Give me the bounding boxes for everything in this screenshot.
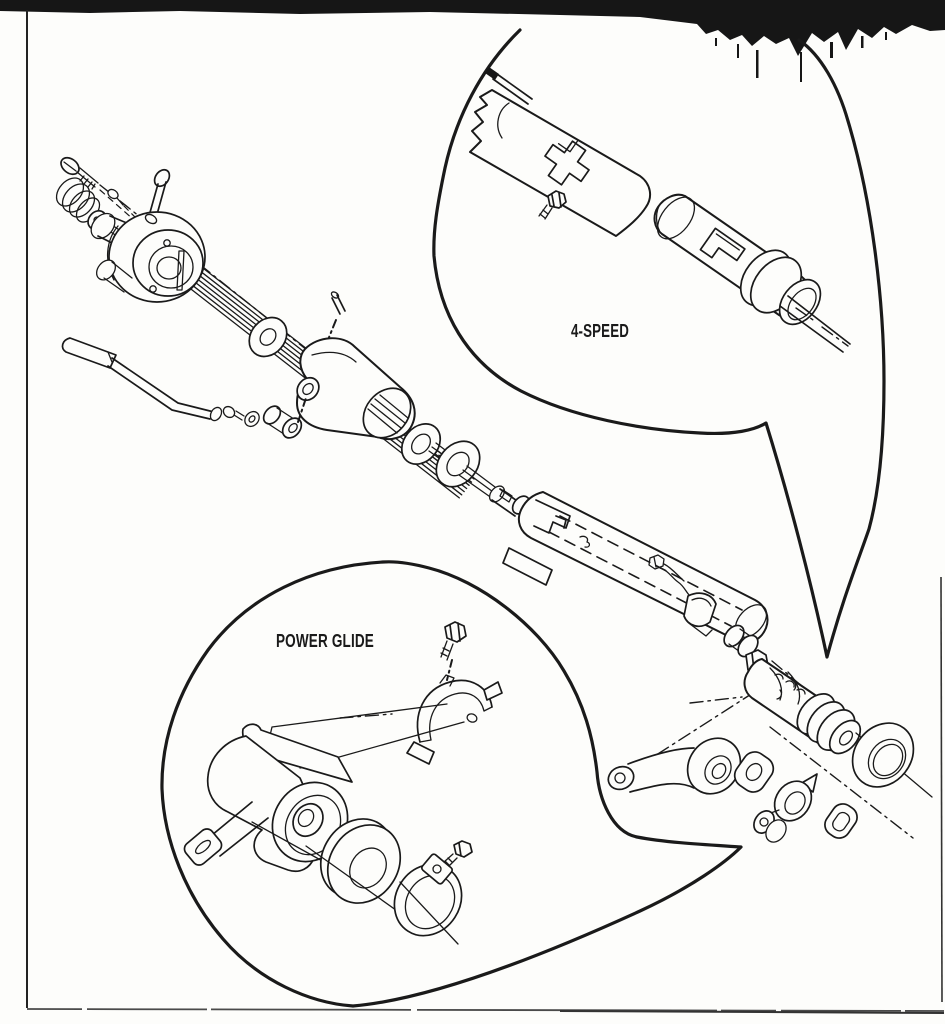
lever-entry — [144, 213, 158, 225]
bracket-right-tab — [483, 681, 503, 701]
sleeve-left-rim — [656, 196, 696, 240]
lock-pin — [492, 73, 533, 105]
lever-bushing-back — [262, 405, 282, 425]
shaft-tab — [499, 489, 513, 503]
clamp-tab — [420, 853, 454, 885]
ink-bleed-drips — [715, 32, 887, 82]
wire-loop — [659, 563, 691, 597]
screw-shank — [76, 167, 99, 190]
bottom-page-border — [26, 1008, 945, 1012]
lower-mast-jacket — [502, 491, 769, 644]
bracket-inner — [429, 692, 485, 741]
arm-big-eye — [686, 737, 742, 795]
mounting-clamp-bracket — [406, 674, 503, 765]
bracket-left-flange — [406, 741, 435, 765]
housing-face — [132, 229, 204, 297]
four-speed-callout: 4-SPEED — [432, 28, 886, 659]
small-seal-ring — [824, 803, 858, 839]
ball-stud — [222, 405, 236, 419]
rod-end — [209, 406, 223, 422]
jacket-tube-body — [517, 491, 769, 644]
face-screw-a — [163, 239, 171, 247]
shaft-washer-hole — [259, 328, 277, 346]
screw-slot — [63, 161, 77, 172]
lever-bushing-front — [281, 417, 303, 439]
jacket-centerline-a — [559, 515, 743, 611]
power-glide-balloon-outline — [160, 560, 743, 1008]
lever-rod — [107, 357, 215, 420]
clamp-screw — [443, 840, 473, 867]
clamp-bolt — [440, 621, 467, 681]
spline-detail — [769, 667, 806, 705]
four-speed-balloon-outline — [432, 28, 886, 659]
j-slot — [699, 227, 746, 262]
lock-plate-washers — [400, 423, 481, 488]
shaft-washer — [248, 316, 288, 358]
tube-clamp-ring — [393, 853, 463, 945]
housing-screw — [107, 188, 141, 223]
shift-tube-detail-lower — [653, 193, 851, 353]
four-speed-label: 4-SPEED — [571, 321, 629, 341]
cross-slot — [544, 140, 590, 186]
lever-seal-washer — [733, 751, 775, 793]
right-page-border — [940, 576, 943, 1003]
arm-slot-end — [183, 828, 223, 866]
bottom-page-border-dark — [559, 1010, 945, 1014]
jacket-flange — [502, 547, 553, 586]
mouth-shaft-lines — [367, 394, 409, 434]
shift-tube-detail-upper — [469, 67, 652, 237]
arm-small-eye — [607, 765, 635, 791]
pin-tip — [485, 67, 499, 80]
support-bearing-ring — [305, 818, 425, 931]
saddle-eye-inner — [292, 802, 324, 838]
lower-centerlines — [635, 690, 914, 839]
shift-boss — [296, 376, 320, 402]
face-screw-b — [149, 285, 157, 293]
gearshift-lever — [61, 337, 307, 439]
main-assembly — [55, 156, 933, 843]
signal-switch-housing — [90, 211, 206, 303]
column-bearing-ring — [851, 722, 933, 798]
jacket-top-bolt — [648, 554, 665, 570]
upper-tube-body — [469, 89, 652, 237]
lower-boss-end — [95, 259, 117, 281]
jacket-end-bearing-back — [723, 624, 745, 648]
through-shaft — [779, 295, 851, 353]
detail-hex-bolt — [547, 190, 567, 209]
lower-shift-lever — [753, 773, 818, 843]
shift-tube-assembly — [743, 649, 862, 755]
neck-socket — [90, 212, 116, 240]
lever-washer — [244, 410, 260, 428]
upper-mast-jacket — [296, 337, 416, 441]
retaining-pin — [314, 291, 346, 373]
lever-knob — [153, 168, 171, 188]
turn-signal-lever — [148, 168, 171, 219]
top-black-bar — [0, 0, 945, 56]
jacket-mouth — [362, 387, 412, 439]
power-glide-callout: POWER GLIDE — [160, 560, 743, 1008]
tube-end-face — [828, 719, 862, 755]
key-slot — [176, 250, 185, 291]
lever-handle — [61, 337, 117, 369]
jacket-slot-mark — [579, 535, 591, 548]
bracket-outer — [416, 679, 493, 743]
clamp-seat-notch — [533, 499, 571, 534]
power-glide-label: POWER GLIDE — [276, 631, 374, 651]
shift-lever-arm — [607, 737, 742, 795]
